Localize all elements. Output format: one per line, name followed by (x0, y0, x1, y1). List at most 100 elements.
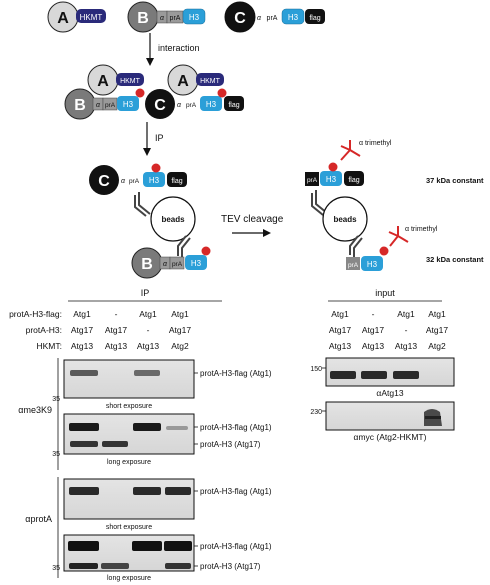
label-h3-b2: H3 (123, 100, 134, 109)
band (132, 541, 162, 551)
band-label-h3: protA-H3 (Atg17) (200, 440, 261, 449)
beads-label: beads (161, 215, 185, 224)
input-cell: Atg1 (397, 309, 415, 319)
methyl-mark-icon (135, 88, 145, 98)
input-cell: - (372, 309, 375, 319)
label-b: B (137, 10, 149, 27)
input-cell: Atg1 (428, 309, 446, 319)
label-hkmt3: HKMT (200, 78, 221, 85)
band (69, 487, 99, 495)
label-flag-d: flag (348, 177, 359, 184)
band (361, 371, 387, 379)
label-c: C (234, 10, 246, 27)
marker-35: 35 (52, 451, 60, 458)
label-pra-b2: prA (105, 102, 116, 109)
input-header: input (328, 288, 442, 302)
label-c2: C (154, 97, 166, 114)
beads-label-2: beads (333, 215, 357, 224)
label-h3-c3: H3 (149, 176, 160, 185)
input-cell: - (405, 325, 408, 335)
band (69, 423, 99, 431)
ip-cell: - (147, 325, 150, 335)
band (164, 541, 192, 551)
interaction-arrow: interaction (146, 33, 200, 66)
ip-sample-table: protA-H3-flag: protA-H3: HKMT: Atg1 - At… (9, 309, 191, 351)
input-cell: Atg17 (362, 325, 384, 335)
band (101, 563, 129, 569)
trimethyl-antibody-icon-2 (388, 226, 409, 247)
label-alpha-c2: α (177, 102, 182, 109)
label-a2: A (97, 73, 109, 90)
marker-150: 150 (310, 366, 322, 373)
row-label-h3: protA-H3: (26, 325, 62, 335)
marker-35: 35 (52, 396, 60, 403)
interaction-label: interaction (158, 43, 200, 53)
beads-icon-2 (322, 196, 368, 242)
label-alpha-c3: α (121, 178, 126, 185)
label-hkmt: HKMT (80, 13, 103, 22)
band (133, 487, 161, 495)
antibody-me3k9-label: αme3K9 (18, 405, 52, 415)
band (70, 441, 98, 447)
ip-cell: Atg2 (171, 341, 189, 351)
label-h3-c2: H3 (206, 100, 217, 109)
band (133, 423, 161, 431)
label-pra-c: prA (267, 15, 278, 22)
trimethyl-label-top: α trimethyl (359, 140, 392, 147)
ip-cell: Atg17 (105, 325, 127, 335)
ip-cell: Atg13 (137, 341, 159, 351)
label-b3: B (141, 256, 153, 273)
ip-cell: Atg1 (139, 309, 157, 319)
ip-title: IP (141, 288, 150, 298)
input-cell: Atg1 (331, 309, 349, 319)
methyl-mark-icon-6 (379, 246, 389, 256)
label-h3-d: H3 (326, 175, 337, 184)
label-alpha-b: α (160, 15, 165, 22)
input-sample-table: Atg1 - Atg1 Atg1 Atg17 Atg17 - Atg17 Atg… (329, 309, 448, 351)
component-a: A HKMT (47, 1, 106, 33)
label-h3-c: H3 (288, 13, 299, 22)
label-a3: A (177, 73, 189, 90)
label-alpha-b2: α (96, 102, 101, 109)
label-pra-b: prA (170, 15, 181, 22)
methyl-mark-icon-4 (201, 246, 211, 256)
tev-label: TEV cleavage (221, 214, 284, 225)
label-h3-b: H3 (189, 13, 200, 22)
marker-230: 230 (310, 409, 322, 416)
ip-cell: Atg1 (171, 309, 189, 319)
label-alpha-b3: α (163, 261, 168, 268)
band-label-flag: protA-H3-flag (Atg1) (200, 369, 272, 378)
tev-arrow: TEV cleavage (221, 214, 284, 237)
atg13-blot-label: αAtg13 (376, 388, 403, 398)
component-b: B α prA H3 (127, 1, 206, 33)
label-c3: C (98, 173, 110, 190)
blot-atg13-input: 150 αAtg13 (310, 357, 455, 398)
band (68, 541, 99, 551)
blot-myc-input: 230 αmyc (Atg2-HKMT) (310, 401, 455, 442)
kda32-label: 32 kDa constant (426, 255, 484, 264)
band (165, 563, 191, 569)
band (102, 441, 128, 447)
input-cell: Atg2 (428, 341, 446, 351)
label-pra-c2: prA (186, 102, 197, 109)
short-exposure-label-2: short exposure (106, 524, 152, 531)
component-c: C α prA H3 flag (224, 1, 325, 33)
label-pra-e: prA (348, 262, 359, 269)
label-hkmt2: HKMT (120, 78, 141, 85)
band (166, 426, 188, 430)
band (330, 371, 356, 379)
input-cell: Atg17 (329, 325, 351, 335)
long-exposure-label-2: long exposure (107, 575, 151, 582)
ip-header: IP (68, 288, 222, 302)
ip-cell: Atg17 (169, 325, 191, 335)
label-flag-c2: flag (228, 102, 239, 109)
ip-cell: Atg1 (73, 309, 91, 319)
blot-prota-long: 35 long exposure protA-H3-flag (Atg1) pr… (52, 534, 272, 582)
methyl-mark-icon-3 (151, 163, 161, 173)
long-exposure-label: long exposure (107, 459, 151, 466)
label-a: A (57, 10, 69, 27)
band (165, 487, 191, 495)
trimethyl-antibody-icon (340, 140, 361, 161)
ip-cell: Atg13 (105, 341, 127, 351)
